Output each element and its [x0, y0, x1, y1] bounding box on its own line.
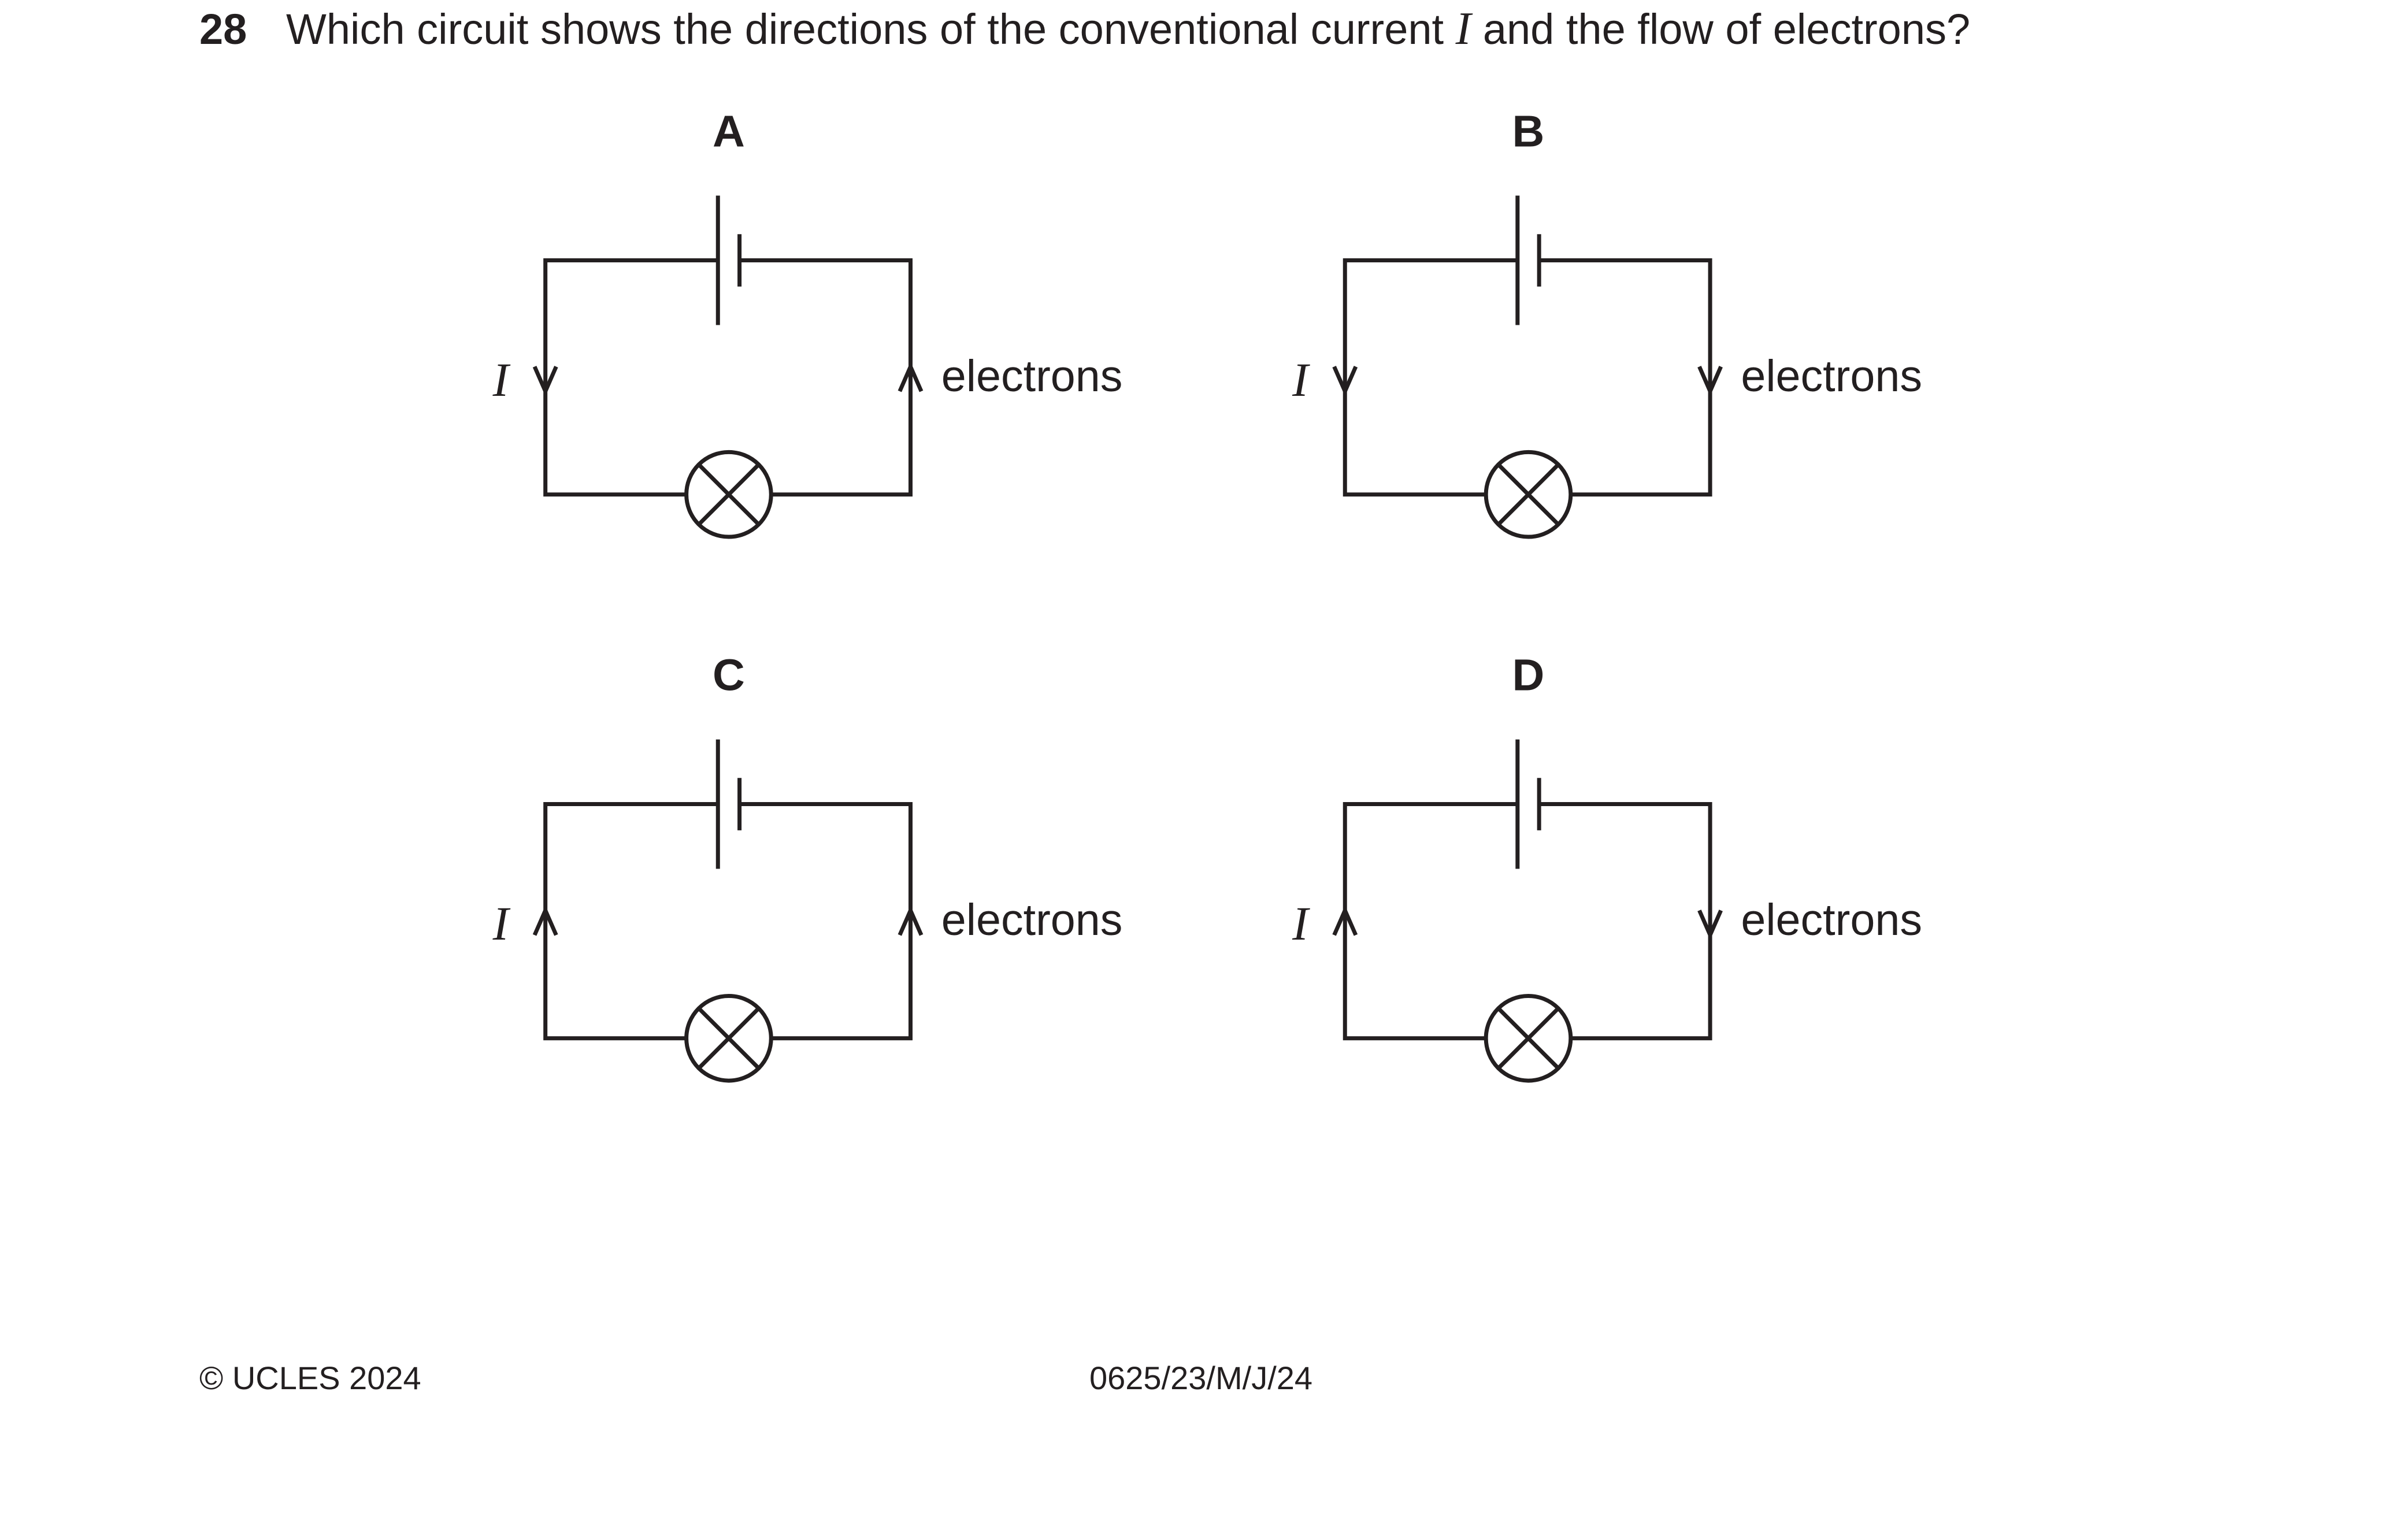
current-arrow-down	[532, 366, 558, 396]
option-letter: D	[1512, 650, 1545, 700]
electrons-label: electrons	[1741, 351, 1922, 401]
current-label: I	[1292, 353, 1310, 406]
wire-left-loop	[543, 802, 718, 1041]
current-arrow-up	[1332, 905, 1358, 936]
electrons-arrow-up	[898, 361, 924, 392]
electrons-label: electrons	[941, 351, 1123, 401]
lamp-cross-line-2	[1497, 1007, 1560, 1070]
current-arrow-up	[532, 905, 558, 936]
wire-right-loop	[1539, 258, 1712, 497]
lamp-cross-line-2	[1497, 463, 1560, 526]
electrons-arrow-up	[898, 905, 924, 936]
wire-left-loop	[543, 258, 718, 497]
paper-code: 0625/23/M/J/24	[1089, 1360, 1313, 1396]
current-label: I	[492, 897, 511, 950]
current-arrow-down	[1332, 366, 1358, 396]
wire-right-loop	[739, 258, 913, 497]
electrons-label: electrons	[941, 895, 1123, 945]
current-label: I	[492, 353, 511, 406]
question-text-start: Which circuit shows the directions of th…	[286, 5, 1456, 53]
current-label: I	[1292, 897, 1310, 950]
electrons-arrow-down	[1697, 910, 1723, 940]
electrons-label: electrons	[1741, 895, 1922, 945]
question-text-end: and the flow of electrons?	[1471, 5, 1971, 53]
wire-left-loop	[1343, 802, 1518, 1041]
lamp-cross-line-2	[697, 1007, 761, 1070]
question-variable: I	[1455, 3, 1471, 54]
wire-right-loop	[739, 802, 913, 1041]
copyright-notice: © UCLES 2024	[199, 1360, 421, 1396]
option-letter: C	[713, 650, 745, 700]
wire-right-loop	[1539, 802, 1712, 1041]
electrons-arrow-down	[1697, 366, 1723, 396]
wire-left-loop	[1343, 258, 1518, 497]
lamp-cross-line-2	[697, 463, 761, 526]
option-letter: B	[1512, 106, 1545, 156]
option-letter: A	[713, 106, 745, 156]
question-number: 28	[199, 5, 247, 53]
question-stem: 28 Which circuit shows the directions of …	[199, 0, 1970, 58]
